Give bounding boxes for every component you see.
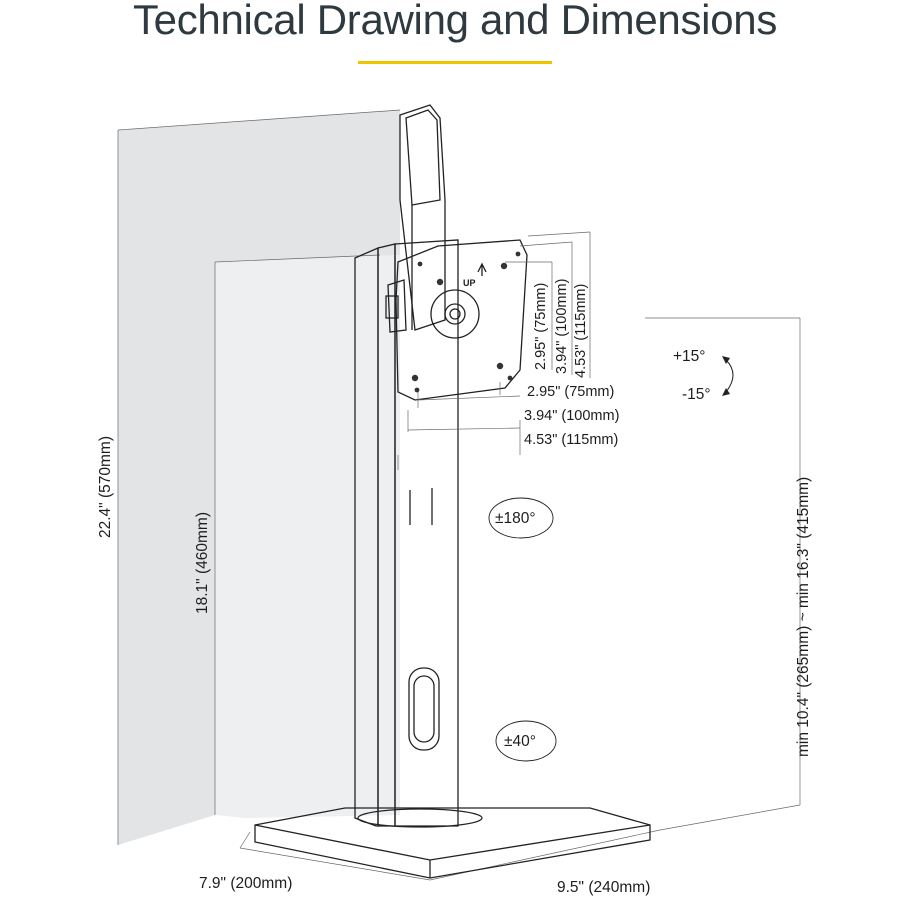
column-height-label: 18.1" (460mm) — [194, 512, 211, 614]
rotation-arrow-icon — [495, 720, 557, 762]
stand-base — [254, 807, 651, 879]
slider-arm — [399, 104, 446, 331]
vesa-horizontal-75-label: 2.95" (75mm) — [527, 384, 614, 400]
base-width-label: 9.5" (240mm) — [557, 879, 650, 896]
overall-height-label: 22.4" (570mm) — [97, 436, 114, 538]
stand-column — [354, 239, 459, 827]
vesa-vertical-115-label: 4.53" (115mm) — [573, 284, 589, 378]
vesa-horizontal-115-label: 4.53" (115mm) — [524, 432, 618, 448]
tilt-up-label: +15° — [673, 348, 706, 365]
title-accent-rule — [358, 61, 552, 64]
vesa-plate — [385, 239, 528, 401]
mid-wall-shading — [215, 255, 400, 818]
swivel-arrow-icon — [488, 497, 554, 539]
tilt-arrow-icon — [725, 359, 734, 393]
vesa-vertical-75-label: 2.95" (75mm) — [533, 283, 549, 370]
base-depth-label: 7.9" (200mm) — [199, 875, 292, 892]
rotation-label: ±40° — [504, 733, 536, 750]
page-title: Technical Drawing and Dimensions — [132, 0, 778, 43]
swivel-label: ±180° — [495, 510, 536, 527]
vesa-up-label: UP — [463, 278, 476, 288]
height-range-label: min 10.4" (265mm) ~ min 16.3" (415mm) — [795, 477, 812, 757]
tilt-down-label: -15° — [682, 386, 711, 403]
vesa-vertical-100-label: 3.94" (100mm) — [554, 279, 570, 374]
vesa-horizontal-100-label: 3.94" (100mm) — [524, 408, 619, 424]
back-wall-shading — [118, 110, 400, 845]
